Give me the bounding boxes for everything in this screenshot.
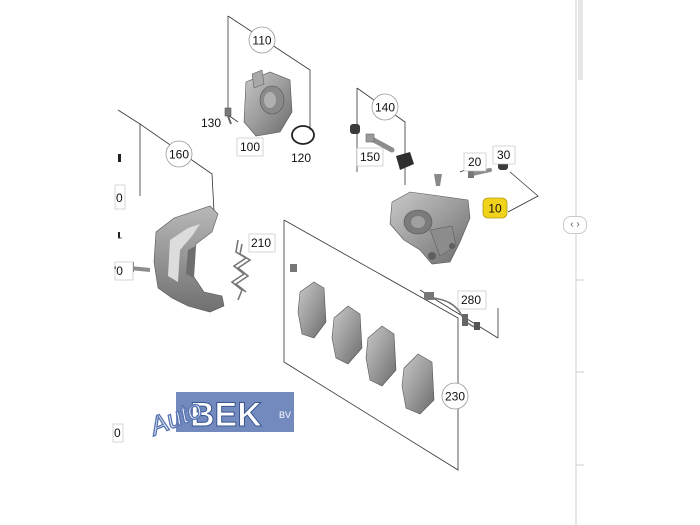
label-30: 30 [497, 148, 511, 162]
wear-sensor-280 [424, 292, 480, 330]
label-130: 130 [201, 116, 221, 130]
brake-pad-1 [297, 281, 327, 339]
scrollbar-thumb[interactable] [578, 0, 583, 80]
group-230-frame [283, 219, 459, 471]
watermark-suffix: BV [279, 410, 291, 420]
cut-label-2: '0 [114, 264, 123, 278]
label-120: 120 [291, 151, 311, 165]
callout-110-label: 110 [252, 34, 271, 48]
brake-pad-4 [401, 353, 435, 415]
callout-140[interactable]: 140 [371, 93, 399, 121]
cap-part [350, 124, 360, 134]
callout-160-label: 160 [169, 148, 189, 162]
watermark-logo: BEK BV Auto [143, 392, 294, 443]
watermark-script: Auto [144, 393, 207, 442]
carrier-part-160 [153, 205, 225, 313]
label-210: 210 [251, 236, 271, 250]
caliper-part-10 [389, 191, 471, 265]
callout-10[interactable]: 10 [482, 197, 508, 219]
bolt-130 [224, 107, 232, 125]
label-20: 20 [468, 155, 482, 169]
callout-140-label: 140 [375, 101, 395, 115]
edge-mark [118, 232, 120, 238]
spring-210 [230, 239, 252, 301]
o-ring-120 [291, 125, 315, 145]
cut-label-3: 0 [114, 426, 121, 440]
clip-part [434, 174, 442, 186]
label-280: 280 [461, 293, 481, 307]
label-150: 150 [360, 150, 380, 164]
pin-150 [365, 133, 395, 153]
motor-part-100 [243, 69, 293, 137]
cut-label-1: 0 [116, 191, 123, 205]
watermark-brand: BEK [190, 396, 262, 434]
callout-230-label: 230 [445, 390, 465, 404]
bleeder-20 [468, 168, 492, 178]
callout-160[interactable]: 160 [165, 140, 193, 168]
brake-pad-2 [331, 305, 363, 365]
label-100: 100 [240, 140, 260, 154]
chevron-left-right-icon: ‹ › [570, 219, 580, 230]
panel-toggle-button[interactable]: ‹ › [563, 216, 587, 234]
brake-pad-3 [365, 325, 397, 387]
callout-10-label: 10 [488, 202, 502, 216]
boot-part [396, 152, 414, 170]
bolt-small [290, 264, 297, 272]
edge-mark [118, 154, 121, 162]
callout-230[interactable]: 230 [441, 382, 469, 410]
label-boxes [112, 137, 516, 443]
callout-110[interactable]: 110 [248, 26, 276, 54]
